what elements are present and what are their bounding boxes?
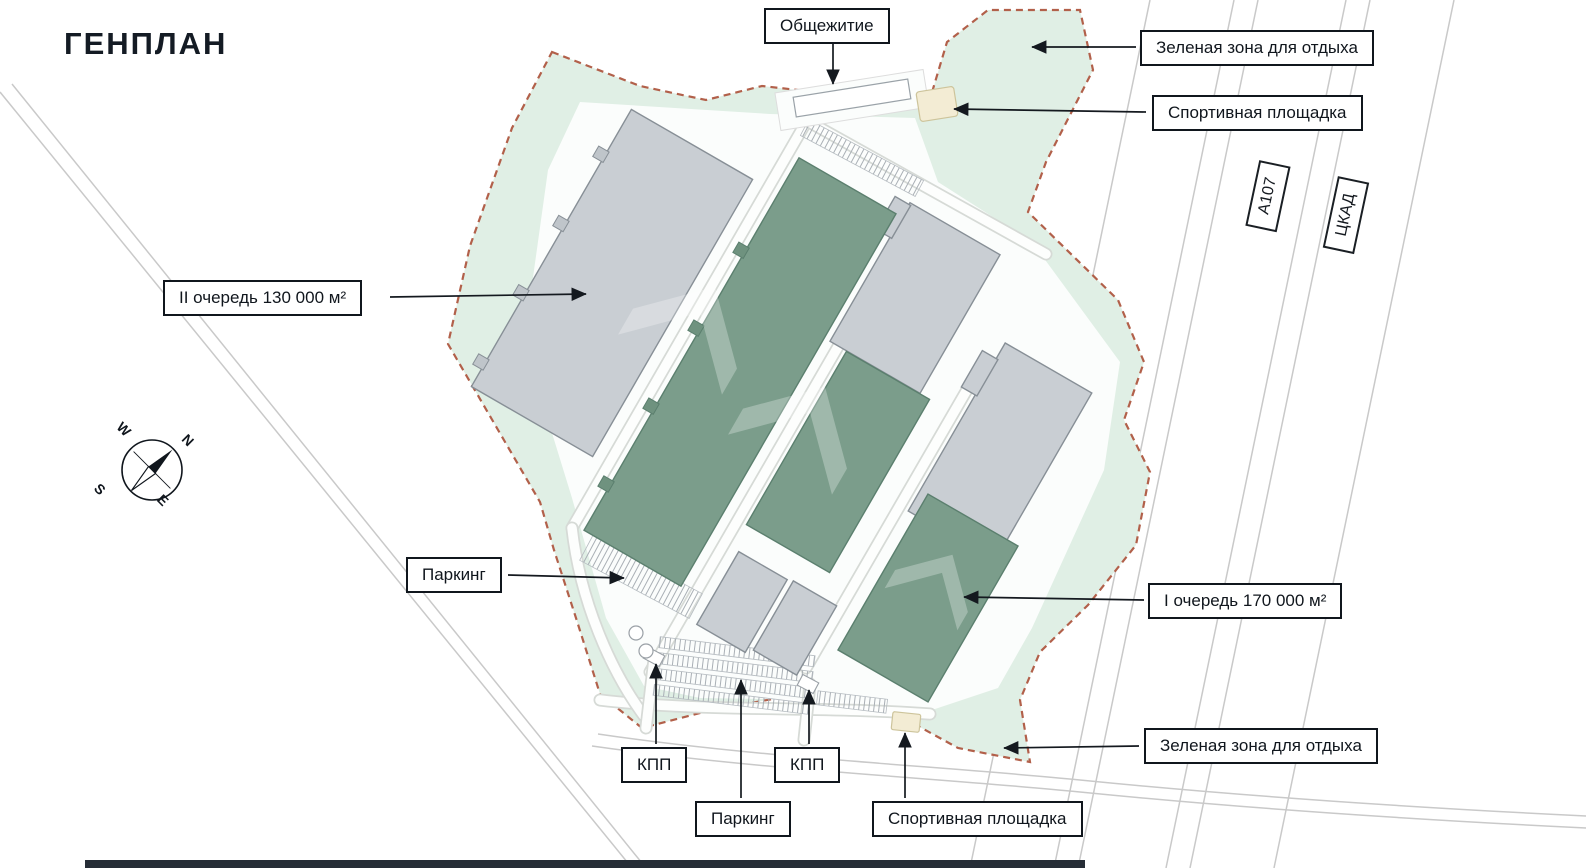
callout-parking-left: Паркинг [406,557,502,594]
building-phase1-long [583,156,897,588]
callout-kpp-left: КПП [621,747,688,784]
utility-tank-b [638,643,654,659]
parking-strip-southeast [815,690,889,714]
bottom-crop-bar [85,860,1085,868]
callout-arrow-phase2 [389,287,587,302]
building-phase2 [470,108,754,458]
compass-icon [121,439,183,501]
sports-ground-top [915,86,959,122]
building-phase1-south [837,493,1019,703]
buildings [470,108,1093,703]
callout-kpp-right: КПП [774,747,841,784]
callout-sport-bottom: Спортивная площадка [872,801,1083,838]
callout-green-zone-top: Зеленая зона для отдыха [1140,30,1374,67]
sports-ground-bottom [890,711,922,733]
building-small-a [695,550,789,654]
parking-strip-top [799,118,925,198]
page-title: ГЕНПЛАН [64,26,228,61]
dormitory-building [792,78,912,118]
callout-arrow-phase1 [963,590,1145,605]
callout-sport-top: Спортивная площадка [1152,95,1363,132]
building-phase1-mid [745,350,931,574]
building-small-b [752,579,838,677]
callout-arrow-green-zone-bottom [1003,740,1140,755]
callout-dormitory: Общежитие [764,8,890,45]
callout-phase2: II очередь 130 000 м² [163,280,363,317]
chevron-watermarks [618,286,968,631]
callout-parking-bottom: Паркинг [695,801,791,838]
callout-phase1: I очередь 170 000 м² [1148,583,1343,620]
callout-arrow-parking-left [507,570,625,585]
callout-green-zone-bottom: Зеленая зона для отдыха [1144,728,1378,765]
callout-arrows [389,40,1147,798]
callout-arrow-sport-top [953,102,1147,117]
utility-tank-a [628,625,644,641]
